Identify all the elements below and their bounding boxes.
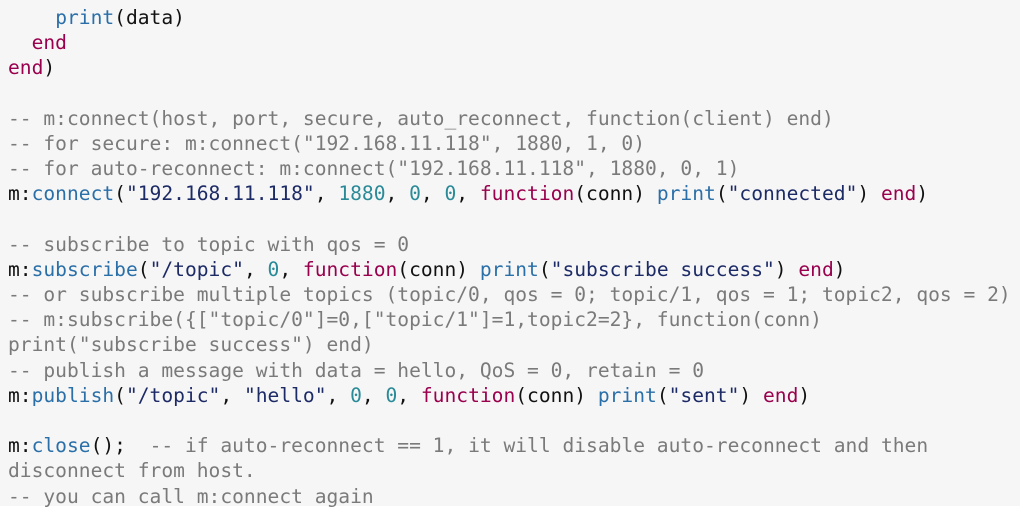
code-keyword: function <box>302 257 398 281</box>
code-text: ( <box>114 383 126 407</box>
code-keyword: function <box>479 182 575 206</box>
code-text: , <box>243 257 268 281</box>
code-string: "192.168.11.118" <box>125 182 315 206</box>
code-text: , <box>326 383 351 407</box>
code-text: , <box>456 182 480 206</box>
code-text: ) <box>798 383 811 407</box>
code-function: connect <box>31 182 115 206</box>
code-text: m: <box>8 257 32 281</box>
code-function: close <box>31 434 91 458</box>
code-text: (conn) <box>397 257 480 281</box>
code-text: ) <box>916 182 929 206</box>
code-text: , <box>361 383 386 407</box>
code-line: -- m:subscribe({["topic/0"]=0,["topic/1"… <box>8 307 1020 332</box>
code-function: print <box>656 182 716 206</box>
code-line: -- for auto-reconnect: m:connect("192.16… <box>8 156 1020 181</box>
code-comment: -- you can call m:connect again <box>8 484 374 508</box>
code-keyword: end <box>31 31 67 55</box>
code-line: m:close(); -- if auto-reconnect == 1, it… <box>8 433 1020 458</box>
code-text: ( <box>114 182 126 206</box>
code-comment: -- or subscribe multiple topics (topic/0… <box>8 283 1011 307</box>
code-line: end) <box>8 55 1020 80</box>
code-text: ) <box>774 257 799 281</box>
code-function: print <box>597 383 657 407</box>
code-text: , <box>314 182 339 206</box>
code-function: print <box>479 257 539 281</box>
code-string: "/topic" <box>125 383 221 407</box>
code-number: 0 <box>267 257 280 281</box>
code-number: 0 <box>444 182 457 206</box>
code-text: ( <box>538 257 551 281</box>
code-text <box>8 6 55 29</box>
code-line: -- or subscribe multiple topics (topic/0… <box>8 282 1020 307</box>
code-comment: -- for auto-reconnect: m:connect("192.16… <box>8 157 740 181</box>
code-text: (conn) <box>574 182 657 206</box>
code-line: disconnect from host. <box>8 458 1020 483</box>
code-comment: -- m:connect(host, port, secure, auto_re… <box>8 106 834 130</box>
code-text: m: <box>8 383 32 407</box>
code-text <box>8 31 32 54</box>
code-keyword: function <box>420 383 516 407</box>
code-text: ( <box>715 182 728 206</box>
code-function: publish <box>31 383 115 407</box>
code-line: -- you can call m:connect again <box>8 484 1020 509</box>
code-comment: print("subscribe success") end) <box>8 333 374 357</box>
code-line <box>8 207 1020 232</box>
code-text: m: <box>8 182 32 206</box>
code-line: m:publish("/topic", "hello", 0, 0, funct… <box>8 383 1020 408</box>
code-string: "hello" <box>243 383 327 407</box>
code-line: end <box>8 30 1020 55</box>
code-comment: -- for secure: m:connect("192.168.11.118… <box>8 131 646 155</box>
code-function: subscribe <box>31 257 138 281</box>
code-comment: disconnect from host. <box>8 459 256 483</box>
code-line: print(data) <box>8 5 1020 30</box>
code-text: , <box>279 257 303 281</box>
code-line: m:subscribe("/topic", 0, function(conn) … <box>8 257 1020 282</box>
code-comment: -- if auto-reconnect == 1, it will disab… <box>149 434 929 458</box>
code-number: 1880 <box>338 182 386 206</box>
code-text: ( <box>656 383 669 407</box>
code-string: "/topic" <box>149 257 244 281</box>
code-number: 0 <box>409 182 421 206</box>
code-number: 0 <box>350 383 362 407</box>
code-line: -- subscribe to topic with qos = 0 <box>8 232 1020 257</box>
code-line: -- m:connect(host, port, secure, auto_re… <box>8 106 1020 131</box>
code-line <box>8 408 1020 433</box>
code-number: 0 <box>385 383 398 407</box>
code-text: ( <box>137 257 150 281</box>
code-text: (conn) <box>515 383 598 407</box>
code-line: print("subscribe success") end) <box>8 332 1020 357</box>
code-text: ) <box>739 383 763 407</box>
code-text: ) <box>43 56 56 80</box>
code-text: ) <box>857 182 881 206</box>
code-keyword: end <box>798 257 834 281</box>
code-text: , <box>397 383 421 407</box>
code-string: "sent" <box>668 383 740 407</box>
code-keyword: end <box>8 56 44 80</box>
code-text: m: <box>8 434 32 458</box>
code-text: ) <box>833 257 846 281</box>
code-comment: -- m:subscribe({["topic/0"]=0,["topic/1"… <box>8 308 822 332</box>
code-line: -- for secure: m:connect("192.168.11.118… <box>8 131 1020 156</box>
code-function: print <box>55 6 115 29</box>
code-line: m:connect("192.168.11.118", 1880, 0, 0, … <box>8 181 1020 206</box>
code-string: "connected" <box>727 182 858 206</box>
code-text: (data) <box>114 6 185 29</box>
code-comment: -- subscribe to topic with qos = 0 <box>8 232 410 256</box>
code-comment: -- publish a message with data = hello, … <box>8 358 704 382</box>
code-text: , <box>220 383 244 407</box>
code-keyword: end <box>880 182 917 206</box>
code-string: "subscribe success" <box>550 257 775 281</box>
code-text: (); <box>90 434 150 458</box>
code-text: , <box>385 182 410 206</box>
code-line: -- publish a message with data = hello, … <box>8 358 1020 383</box>
code-keyword: end <box>763 383 799 407</box>
code-line <box>8 81 1020 106</box>
code-text: , <box>420 182 445 206</box>
